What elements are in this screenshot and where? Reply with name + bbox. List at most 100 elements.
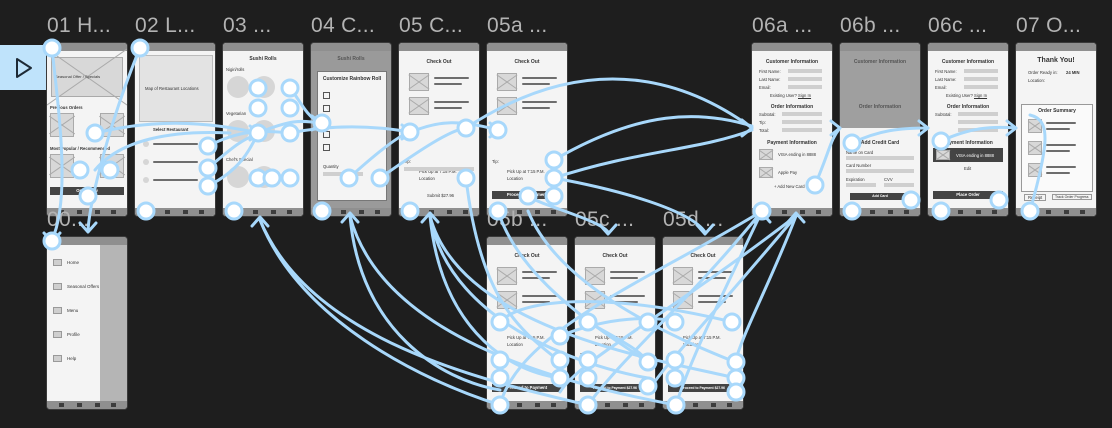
selected-card-row[interactable] bbox=[933, 148, 1003, 162]
frame-title-03[interactable]: 03 ... bbox=[223, 14, 272, 37]
menu-item-offers[interactable]: Seasonal Offers bbox=[67, 284, 100, 289]
screen-header: Check Out bbox=[690, 253, 716, 259]
last-name-label: Last Name: bbox=[935, 77, 957, 82]
connection-line bbox=[674, 209, 764, 407]
connection-line bbox=[288, 125, 412, 135]
hotspot-marker bbox=[842, 201, 862, 221]
arrow-head bbox=[917, 119, 930, 137]
menu-item-help[interactable]: Help bbox=[67, 356, 77, 361]
sign-in-link[interactable]: Sign In bbox=[974, 93, 988, 98]
frame-title-04[interactable]: 04 C... bbox=[311, 14, 375, 37]
hotspot-marker bbox=[136, 201, 156, 221]
hotspot-marker bbox=[130, 38, 150, 58]
order-info-heading: Order Information bbox=[946, 104, 990, 110]
hotspot-marker bbox=[1020, 201, 1040, 221]
hotspot-marker bbox=[312, 113, 332, 133]
frame-title-01[interactable]: 01 H... bbox=[47, 14, 111, 37]
prev-order-image bbox=[50, 113, 74, 137]
pickup-time: Pick Up at 7:15 P.M. bbox=[507, 169, 545, 174]
option-checkbox[interactable] bbox=[323, 144, 330, 151]
location-label: Location: bbox=[1028, 78, 1045, 83]
frame-title-05c[interactable]: 05c ... bbox=[575, 208, 635, 231]
help-icon bbox=[53, 355, 62, 362]
option-checkbox[interactable] bbox=[323, 92, 330, 99]
status-bar bbox=[1016, 43, 1096, 51]
frame-title-06c[interactable]: 06c ... bbox=[928, 14, 988, 37]
proceed-to-payment-button[interactable]: Proceed to Payment $27.96 bbox=[668, 384, 738, 392]
frame-07-confirmation[interactable]: Thank You! Order Ready in: 24 MIN Locati… bbox=[1016, 43, 1096, 216]
start-flow-button[interactable] bbox=[0, 45, 47, 90]
hotspot-marker bbox=[842, 133, 862, 153]
proceed-to-payment-button[interactable]: Proceed to Payment bbox=[492, 384, 562, 392]
sign-in-link[interactable]: Sign In bbox=[798, 93, 812, 98]
hotspot-marker bbox=[488, 120, 508, 140]
existing-user-label: Existing User? bbox=[946, 93, 973, 98]
hotspot-marker bbox=[280, 168, 300, 188]
menu-item-image[interactable] bbox=[227, 76, 249, 98]
radio-option[interactable] bbox=[143, 141, 149, 147]
hotspot-marker bbox=[931, 201, 951, 221]
frame-00-side-menu[interactable]: Home Seasonal Offers Menu Profile Help bbox=[47, 237, 127, 409]
visa-card-option[interactable]: VISA ending in 8888 bbox=[956, 153, 994, 158]
frame-title-07[interactable]: 07 O... bbox=[1016, 14, 1082, 37]
quantity-label: Quantity bbox=[323, 164, 339, 169]
offer-label: Seasonal Offer / Specials bbox=[55, 74, 101, 79]
visa-card-option[interactable]: VISA ending in 8888 bbox=[778, 152, 816, 157]
submit-button[interactable]: Submit $27.96 bbox=[427, 193, 455, 198]
profile-icon bbox=[53, 331, 62, 338]
thank-you-heading: Thank You! bbox=[1037, 57, 1075, 64]
hotspot-marker bbox=[665, 312, 685, 332]
frame-title-06b[interactable]: 06b ... bbox=[840, 14, 901, 37]
first-name-label: First Name: bbox=[935, 69, 957, 74]
connection-line bbox=[586, 209, 764, 407]
option-checkbox[interactable] bbox=[323, 131, 330, 138]
add-new-card-link[interactable]: + Add New Card bbox=[774, 184, 805, 189]
hotspot-marker bbox=[248, 78, 268, 98]
hotspot-marker bbox=[198, 176, 218, 196]
connection-line bbox=[93, 121, 260, 135]
hotspot-marker bbox=[638, 352, 658, 372]
hotspot-marker bbox=[578, 368, 598, 388]
proceed-to-payment-button[interactable]: Proceed to Payment $27.96 bbox=[580, 384, 650, 392]
modal-title: Customize Rainbow Roll bbox=[322, 76, 382, 82]
tab-bar bbox=[47, 401, 127, 409]
frame-02-locations[interactable]: Map of Restaurant Locations Select Resta… bbox=[135, 43, 215, 216]
frame-06c-place-order[interactable]: Customer Information First Name: Last Na… bbox=[928, 43, 1008, 216]
hotspot-marker bbox=[262, 168, 282, 188]
hotspot-marker bbox=[42, 231, 62, 251]
radio-option[interactable] bbox=[143, 159, 149, 165]
card-image bbox=[936, 150, 950, 160]
frame-title-05a[interactable]: 05a ... bbox=[487, 14, 548, 37]
connection-line bbox=[552, 128, 754, 180]
apple-pay-option[interactable]: Apple Pay bbox=[778, 170, 798, 175]
screen-header: Check Out bbox=[514, 253, 540, 259]
menu-item-menu[interactable]: Menu bbox=[67, 308, 79, 313]
radio-option[interactable] bbox=[143, 177, 149, 183]
subtotal-label: Subtotal: bbox=[935, 112, 952, 117]
map-area[interactable] bbox=[139, 55, 213, 122]
frame-title-05[interactable]: 05 C... bbox=[399, 14, 463, 37]
summary-item-image bbox=[1028, 119, 1042, 133]
add-card-button[interactable]: Add Card bbox=[850, 193, 910, 200]
frame-title-06a[interactable]: 06a ... bbox=[752, 14, 813, 37]
order-summary-heading: Order Summary bbox=[1038, 108, 1076, 114]
track-order-button[interactable]: Track Order Progress bbox=[1052, 194, 1092, 200]
menu-item-profile[interactable]: Profile bbox=[67, 332, 80, 337]
edit-link[interactable]: Edit bbox=[964, 166, 972, 171]
option-checkbox[interactable] bbox=[323, 105, 330, 112]
screen-header: Sushi Rolls bbox=[337, 56, 365, 62]
menu-item-home[interactable]: Home bbox=[67, 260, 80, 265]
arrow-head bbox=[829, 119, 842, 137]
cart-item-image bbox=[585, 267, 605, 285]
connection-line bbox=[428, 214, 650, 380]
frame-title-02[interactable]: 02 L... bbox=[135, 14, 196, 37]
place-order-button[interactable]: Place Order bbox=[933, 191, 1003, 199]
hotspot-marker bbox=[638, 312, 658, 332]
connection-line bbox=[1028, 113, 1047, 213]
cart-item-image bbox=[497, 73, 517, 91]
card-image bbox=[759, 149, 773, 160]
connection-line bbox=[348, 214, 678, 407]
hotspot-marker bbox=[42, 38, 62, 58]
hotspot-marker bbox=[722, 312, 742, 332]
hotspot-marker bbox=[488, 201, 508, 221]
